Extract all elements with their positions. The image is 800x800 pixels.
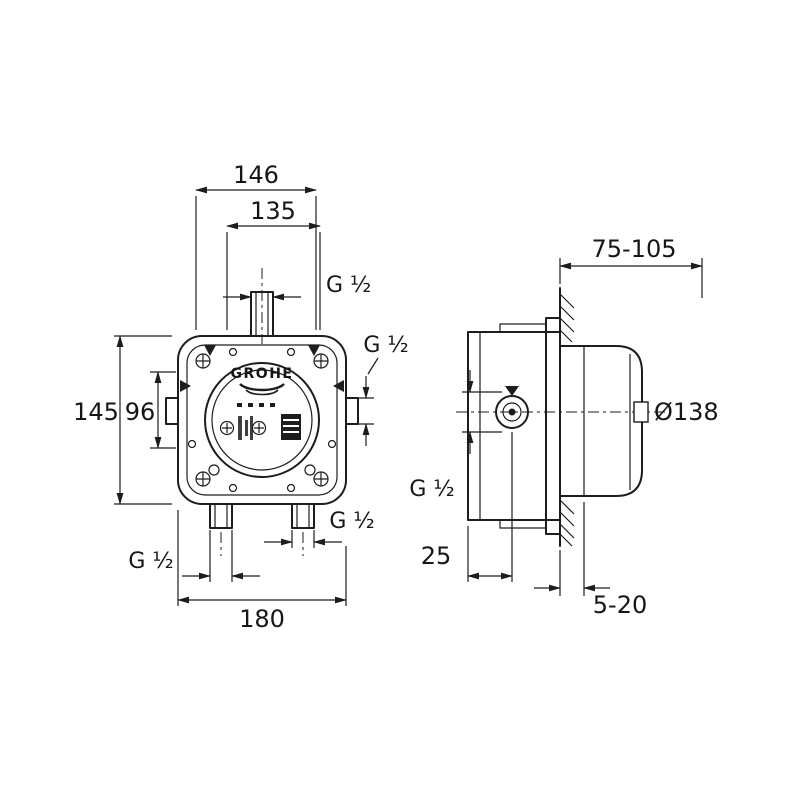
dim-diameter: Ø138 — [654, 398, 719, 426]
front-label-area: GROHE — [219, 366, 301, 440]
wall-section — [559, 287, 575, 547]
clamp-mark-icon — [204, 345, 216, 356]
front-view: GROHE 146 135 G ½ — [73, 161, 409, 633]
dim-height-inner: 96 — [125, 398, 156, 426]
brand-logo: GROHE — [231, 366, 294, 382]
wall-hatch — [559, 293, 575, 547]
dim-conn-bottom-left: G ½ — [128, 549, 173, 574]
dim-conn-top: G ½ — [326, 273, 371, 298]
dim-conn-inlet: G ½ — [409, 477, 454, 502]
box-side-profile — [456, 317, 668, 535]
flow-arrow-icon — [505, 386, 519, 396]
side-view: 75-105 Ø138 G ½ 25 5-20 — [409, 235, 718, 619]
clamp-mark-icon — [180, 380, 191, 392]
logo-wave-icon — [239, 383, 285, 392]
dim-wall-thickness-range: 5-20 — [593, 591, 647, 619]
side-dimensions: 75-105 Ø138 G ½ 25 5-20 — [409, 235, 718, 619]
front-dimensions: 146 135 G ½ 145 96 G ½ — [73, 161, 409, 633]
logo-wave-icon — [245, 389, 279, 396]
front-box — [165, 268, 359, 556]
dim-width-top: 146 — [233, 161, 279, 189]
dim-width-bottom: 180 — [239, 605, 285, 633]
clamp-mark-icon — [333, 380, 344, 392]
clamp-mark-icon — [308, 345, 320, 356]
dim-conn-right: G ½ — [363, 333, 408, 358]
dim-depth-range: 75-105 — [591, 235, 676, 263]
dim-height-outer: 145 — [73, 398, 119, 426]
dim-inlet-offset: 25 — [421, 542, 452, 570]
dim-width-inner: 135 — [250, 197, 296, 225]
dim-conn-bottom-right: G ½ — [329, 509, 374, 534]
